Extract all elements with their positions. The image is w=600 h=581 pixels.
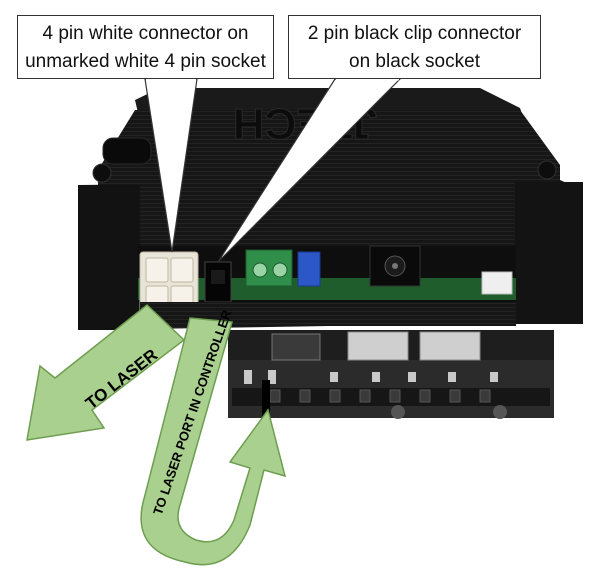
callout-white-connector: 4 pin white connector on unmarked white … <box>17 15 274 79</box>
small-white-socket <box>481 271 513 295</box>
callout-white-line1: 4 pin white connector on <box>42 23 249 44</box>
to-laser-port-arrow <box>140 317 287 566</box>
controller-ports-strip <box>228 330 554 420</box>
callout-black-connector: 2 pin black clip connector on black sock… <box>288 15 541 79</box>
screw <box>493 405 507 419</box>
pcb-board <box>138 278 516 300</box>
black-2pin-socket <box>204 261 232 303</box>
case-right-end <box>515 182 583 324</box>
dc-power-jack <box>369 245 421 287</box>
usb-ports <box>419 331 481 361</box>
terminal-pins <box>269 389 491 403</box>
laser-port-marker <box>262 380 270 420</box>
screw <box>537 160 557 180</box>
ethernet-port <box>271 333 321 361</box>
screw <box>92 163 112 183</box>
blue-potentiometer <box>297 251 321 287</box>
pcb-opening <box>138 245 516 317</box>
case-left-end <box>78 185 140 330</box>
case-slot <box>102 137 152 165</box>
usb-ports <box>347 331 409 361</box>
callout-white-line2: unmarked white 4 pin socket <box>25 51 266 72</box>
to-laser-arrow <box>26 304 186 441</box>
screw <box>391 405 405 419</box>
port-labels <box>244 370 498 384</box>
callout-black-line2: on black socket <box>349 51 480 72</box>
green-terminal <box>245 249 293 287</box>
callout-black-line1: 2 pin black clip connector <box>307 23 522 44</box>
